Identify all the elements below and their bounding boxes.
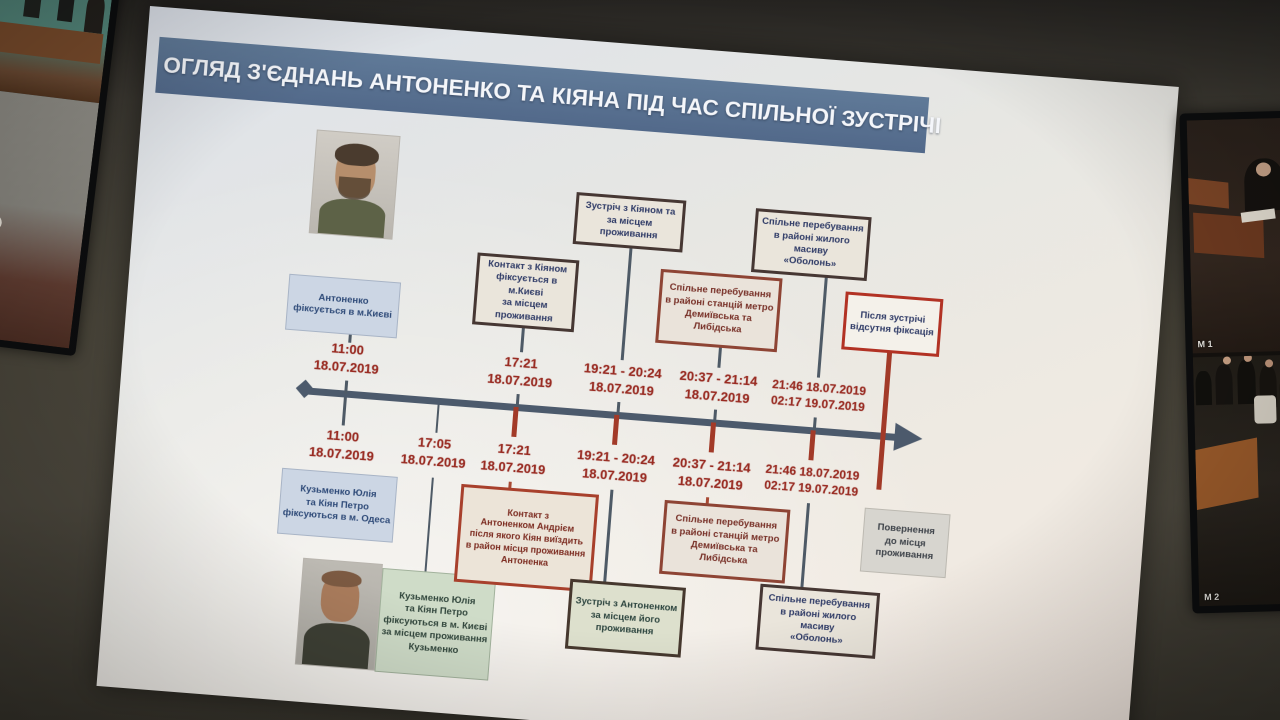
portrait-antonenko xyxy=(308,129,401,240)
event-box-kuzmenko-odesa: Кузьменко Юлія та Кіян Петро фіксуються … xyxy=(276,467,398,543)
portrait-kiyan xyxy=(294,557,383,671)
person-silhouette xyxy=(83,0,107,34)
paper xyxy=(1253,395,1277,424)
event-box-no-fixation: Після зустрічі відсутня фіксація xyxy=(841,291,944,357)
event-box-meeting-antonenko: Зустріч з Антоненком за місцем його прож… xyxy=(564,578,687,658)
wooden-desk xyxy=(1192,437,1259,512)
camera-1-label: М 1 xyxy=(1197,339,1213,350)
face xyxy=(1222,356,1232,365)
court-video-feed-1: М 1 xyxy=(1186,117,1280,354)
event-box-metro-above: Спільне перебування в районі станцій мет… xyxy=(655,268,783,353)
event-box-obolon-below: Спільне перебування в районі жилого маси… xyxy=(755,583,881,659)
left-monitor xyxy=(0,0,124,357)
shoulders xyxy=(301,621,372,670)
event-box-contact-antonenko: Контакт з Антоненком Андрієм після якого… xyxy=(453,483,600,593)
court-video-feed-top xyxy=(0,0,116,104)
person-silhouette xyxy=(56,0,77,23)
right-monitor: М 1 М 2 xyxy=(1179,110,1280,614)
person-silhouette xyxy=(1195,371,1213,406)
event-box-return-home: Повернення до місця проживання xyxy=(859,507,951,579)
court-video-feed-bottom xyxy=(0,85,100,349)
event-box-metro-below: Спільне перебування в районі станцій мет… xyxy=(659,499,791,584)
wooden-bench xyxy=(1186,177,1229,209)
timeline-arrowhead-icon xyxy=(893,422,924,453)
event-box-contact-kiyan: Контакт з Кіяном фіксується в м.Києві за… xyxy=(472,252,580,333)
right-monitor-screen: М 1 М 2 xyxy=(1186,117,1280,607)
projection-screen: ОГЛЯД З'ЄДНАНЬ АНТОНЕНКО ТА КІЯНА ПІД ЧА… xyxy=(96,6,1179,720)
event-box-kuzmenko-kyiv: Кузьменко Юлія та Кіян Петро фіксуються … xyxy=(374,567,497,681)
left-monitor-screen xyxy=(0,0,116,349)
event-box-antonenko-kyiv: Антоненко фіксується в м.Києві xyxy=(285,273,402,339)
bright-object xyxy=(0,208,4,235)
event-box-meeting-kiyan: Зустріч з Кіяном та за місцем проживання xyxy=(572,192,687,253)
person-silhouette xyxy=(23,0,44,19)
camera-2-label: М 2 xyxy=(1204,591,1220,603)
person-silhouette xyxy=(1215,364,1234,405)
court-video-feed-2: М 2 xyxy=(1192,354,1280,607)
event-box-obolon-above: Спільне перебування в районі жилого маси… xyxy=(750,208,872,282)
